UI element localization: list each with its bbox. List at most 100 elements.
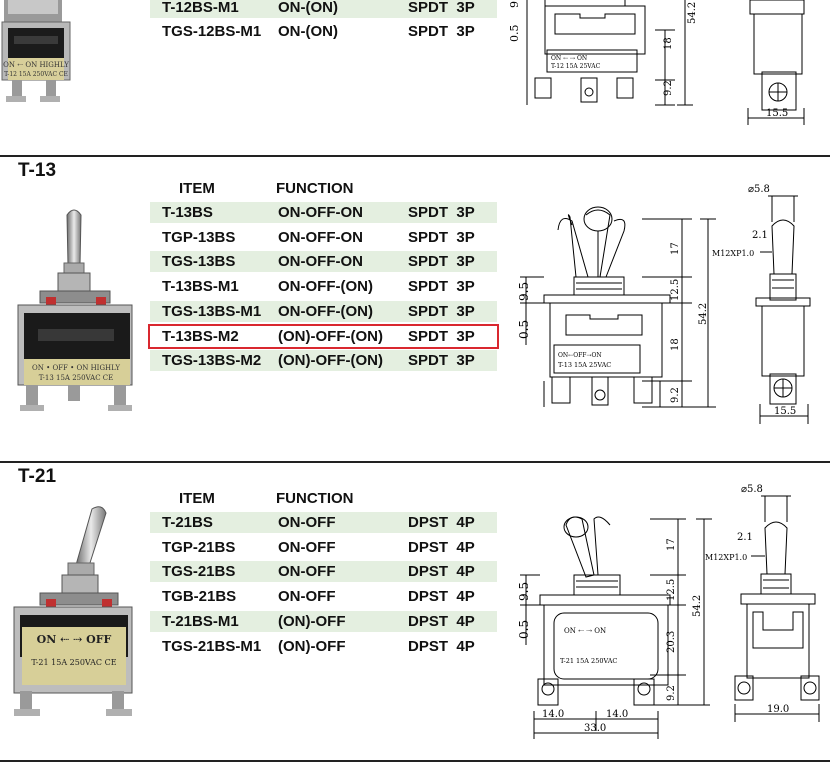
dim-phi-5-8: ⌀5.8 <box>748 184 770 195</box>
dim-14-0-a: 14.0 <box>542 709 564 720</box>
pole-cell: DPST 4P <box>408 612 475 630</box>
pole-cell: DPST 4P <box>408 538 475 556</box>
table-row-highlighted: T-13BS-M2 (ON)-OFF-(ON) SPDT 3P <box>148 323 499 349</box>
dim-17: 17 <box>666 538 677 551</box>
table-row: TGS-13BS-M2(ON)-OFF-(ON)SPDT 3P <box>150 350 497 372</box>
plate-line2: T-12 15A 25VAC <box>551 63 601 70</box>
switch-photo-t12: ON ⇠ ON HIGHLY T-12 15A 250VAC CE <box>0 0 75 110</box>
pole-cell: SPDT 3P <box>408 228 475 246</box>
plate-line1: ON ⇠ ⇢ ON <box>564 627 606 635</box>
photo-marking-line2: T-13 15A 250VAC CE <box>39 374 114 382</box>
table-row: T-12BS-M1 ON-(ON) SPDT 3P <box>150 0 497 18</box>
item-code: TGB-21BS <box>162 588 237 606</box>
plate-line1: ON⇠OFF⇢ON <box>558 352 602 359</box>
dimension-drawing-t21-front: ON ⇠ ⇢ ON T-21 15A 250VAC 14.0 14.0 33.0… <box>510 505 735 745</box>
item-code: T-12BS-M1 <box>162 0 239 16</box>
dim-18: 18 <box>663 37 674 50</box>
pole-cell: SPDT 3P <box>408 327 475 345</box>
function-cell: ON-OFF-(ON) <box>278 278 373 296</box>
section-divider <box>0 155 830 157</box>
pole-cell: SPDT 3P <box>408 204 475 221</box>
dim-12-5: 12.5 <box>666 579 677 601</box>
dim-15-5: 15.5 <box>766 108 788 119</box>
thread-spec: M12XP1.0 <box>712 249 754 258</box>
switch-photo-t21: ON ⇠ ⇢ OFF T-21 15A 250VAC CE <box>8 503 138 723</box>
plate-line2: T-13 15A 25VAC <box>558 361 611 369</box>
spec-table-t13: ITEM FUNCTION T-13BS ON-OFF-ON SPDT 3P TGP-… <box>148 180 499 376</box>
item-code: TGP-13BS <box>162 228 236 246</box>
item-code: TGS-21BS-M1 <box>162 637 262 655</box>
function-cell: ON-OFF <box>278 514 336 531</box>
item-code: TGS-21BS <box>162 563 236 581</box>
dim-17: 17 <box>670 242 681 255</box>
item-code: TGS-12BS-M1 <box>162 23 262 40</box>
table-row: T-13BS ON-OFF-ON SPDT 3P <box>150 202 497 223</box>
dim-2-1: 2.1 <box>737 532 753 543</box>
dim-54-2: 54.2 <box>692 595 703 617</box>
dimension-drawing-t13-front: ON⇠OFF⇢ON T-13 15A 25VAC 17 12.5 18 9.2 … <box>510 185 740 425</box>
dim-0-5: 0.5 <box>517 620 531 639</box>
function-cell: ON-(ON) <box>278 0 338 16</box>
pole-cell: SPDT 3P <box>408 352 475 370</box>
dim-0-5: 0.5 <box>508 25 521 43</box>
table-row: TGS-12BS-M1 ON-(ON) SPDT 3P <box>150 21 497 42</box>
function-cell: ON-OFF-(ON) <box>278 302 373 320</box>
photo-marking-line1: ON • OFF • ON HIGHLY <box>32 364 120 372</box>
dim-9-2: 9.2 <box>670 387 681 403</box>
dim-20-3: 20.3 <box>666 631 677 653</box>
item-code: T-13BS-M2 <box>162 327 239 345</box>
pole-cell: DPST 4P <box>408 514 475 531</box>
function-cell: (ON)-OFF <box>278 637 346 655</box>
dim-9-5: 9.5 <box>508 0 521 8</box>
item-code: T-21BS <box>162 514 213 531</box>
switch-photo-t13: ON • OFF • ON HIGHLY T-13 15A 250VAC CE <box>12 205 137 420</box>
dim-0-5: 0.5 <box>517 320 531 339</box>
plate-line1: ON ⇠ ⇢ ON <box>551 55 587 62</box>
function-cell: (ON)-OFF-(ON) <box>278 352 383 370</box>
function-cell: (ON)-OFF-(ON) <box>278 327 383 345</box>
item-code: TGS-13BS <box>162 253 236 271</box>
column-header-item: ITEM <box>179 490 215 507</box>
function-cell: ON-OFF <box>278 563 336 581</box>
pole-cell: SPDT 3P <box>408 0 475 16</box>
function-cell: ON-OFF-ON <box>278 204 363 221</box>
table-row: T-21BS ON-OFF DPST 4P <box>150 512 497 533</box>
dim-54-2: 54.2 <box>687 2 698 24</box>
dim-14-0-b: 14.0 <box>606 709 628 720</box>
section-title: T-13 <box>18 160 57 181</box>
dim-33-0: 33.0 <box>584 723 606 734</box>
pole-cell: SPDT 3P <box>408 23 475 40</box>
pole-cell: DPST 4P <box>408 637 475 655</box>
dim-12-5: 12.5 <box>670 279 681 301</box>
table-row: TGS-13BS-M1 ON-OFF-(ON) SPDT 3P <box>150 300 497 322</box>
dim-phi-5-8: ⌀5.8 <box>741 484 763 495</box>
photo-marking-line1: ON ⇠ ON HIGHLY <box>3 61 69 69</box>
dimension-drawing-t12-front: ON ⇠ ⇢ ON T-12 15A 25VAC 0.5 9.5 54.2 18… <box>505 0 730 130</box>
dimension-drawing-t21-side: ⌀5.8 2.1 M12XP1.0 19.0 <box>705 478 830 723</box>
pole-cell: SPDT 3P <box>408 302 475 320</box>
dim-9-5: 9.5 <box>517 582 531 601</box>
item-code: TGS-13BS-M1 <box>162 302 262 320</box>
spec-table-t12: T-12BS-M1 ON-(ON) SPDT 3P TGS-12BS-M1 ON… <box>150 0 497 41</box>
dim-9-2: 9.2 <box>663 80 674 96</box>
section-divider <box>0 461 830 463</box>
item-code: TGP-21BS <box>162 538 236 556</box>
table-header: ITEM FUNCTION <box>150 490 497 510</box>
function-cell: ON-(ON) <box>278 23 338 40</box>
function-cell: ON-OFF <box>278 588 336 606</box>
dim-19-0: 19.0 <box>767 704 789 715</box>
column-header-item: ITEM <box>179 180 215 197</box>
function-cell: ON-OFF-ON <box>278 253 363 271</box>
section-title: T-21 <box>18 466 57 487</box>
dim-9-2: 9.2 <box>666 685 677 701</box>
pole-cell: DPST 4P <box>408 588 475 606</box>
column-header-function: FUNCTION <box>276 180 354 197</box>
dimension-drawing-t12-side: 15.5 <box>740 0 830 130</box>
function-cell: (ON)-OFF <box>278 612 346 630</box>
item-code: T-13BS <box>162 204 213 221</box>
item-code: T-13BS-M1 <box>162 278 239 296</box>
